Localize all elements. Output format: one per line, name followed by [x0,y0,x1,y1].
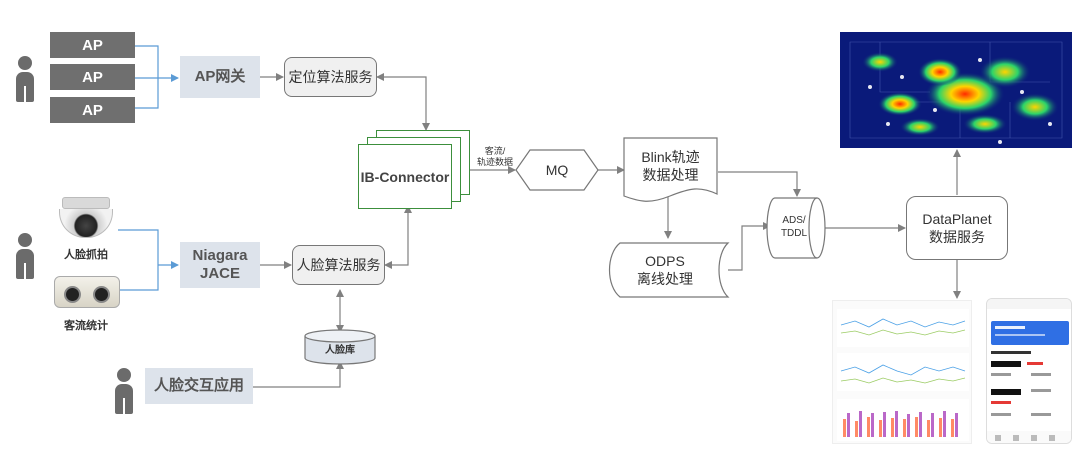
mq-label: MQ [545,162,569,178]
blink-label: Blink轨迹 数据处理 [624,146,717,186]
odps-node [609,242,730,298]
ib-connector-node: IB-Connector [358,144,452,209]
odps-label: ODPS 离线处理 [612,250,718,290]
edge-label-line1: 客流/ [484,146,506,156]
edge-label: 客流/ 轨迹数据 [472,146,518,168]
ap-box: AP [50,32,135,58]
person-icon [16,233,34,279]
people-counter-caption: 客流统计 [64,320,108,332]
dome-camera-icon [56,197,116,243]
mobile-app-image [987,299,1071,443]
dashboard-screenshot [832,300,972,444]
face-algo-node: 人脸算法服务 [292,245,385,285]
mq-node [515,149,599,191]
person-icon [16,56,34,102]
dashboard-image [837,309,969,441]
dataplanet-label-line2: 数据服务 [929,229,985,245]
ads-label-line1: ADS/ [782,215,806,226]
blink-label-line1: Blink轨迹 [641,149,700,165]
jace-label: JACE [199,265,240,282]
person-icon [115,368,133,414]
face-app-node: 人脸交互应用 [145,368,253,404]
people-counter-icon [54,276,120,308]
odps-label-line2: 离线处理 [637,271,693,287]
mobile-app-screenshot [986,298,1072,444]
niagara-jace-node: Niagara JACE [180,242,260,288]
dataplanet-label-line1: DataPlanet [922,211,992,227]
heatmap-image [840,32,1072,148]
blink-node [623,137,718,202]
face-capture-caption: 人脸抓拍 [64,249,108,261]
ap-box: AP [50,97,135,123]
face-db-label: 人脸库 [325,345,355,356]
ap-gateway-node: AP网关 [180,56,260,98]
niagara-label: Niagara [192,247,248,264]
face-db-node [304,329,376,365]
dataplanet-node: DataPlanet 数据服务 [906,196,1008,260]
odps-label-line1: ODPS [645,253,685,269]
location-algo-node: 定位算法服务 [284,57,377,97]
ap-box: AP [50,64,135,90]
ads-label-line2: TDDL [780,228,808,239]
ads-label: ADS/ TDDL [770,214,818,240]
edge-label-line2: 轨迹数据 [476,157,513,167]
ads-node [766,197,826,259]
blink-label-line2: 数据处理 [642,167,699,183]
heatmap-screenshot [840,32,1072,148]
